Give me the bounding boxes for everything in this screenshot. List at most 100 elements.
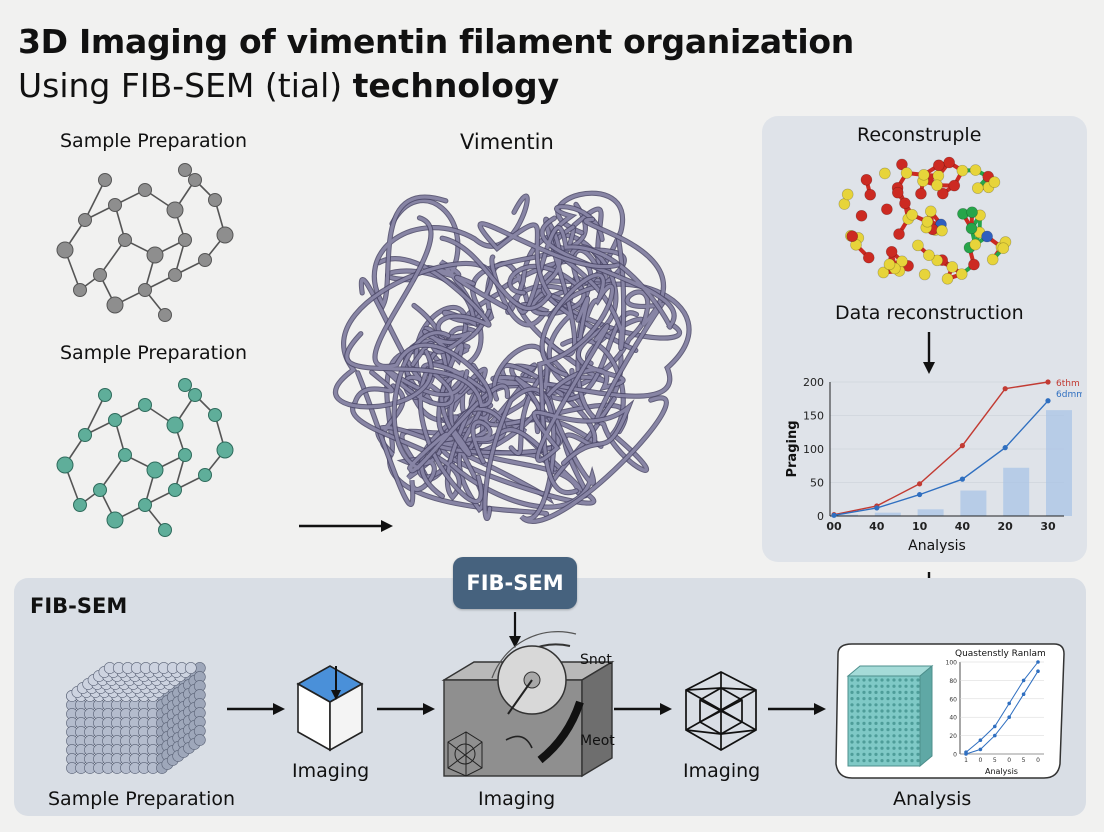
mini-series-point bbox=[978, 738, 983, 742]
block-dot bbox=[898, 709, 902, 713]
series-point bbox=[1002, 386, 1008, 392]
mini-x-tick: 0 bbox=[1036, 757, 1040, 764]
block-dot bbox=[868, 728, 872, 732]
block-dot bbox=[910, 728, 914, 732]
series-point bbox=[917, 481, 923, 487]
block-dot bbox=[898, 703, 902, 707]
block-dot bbox=[874, 728, 878, 732]
block-dot bbox=[916, 759, 920, 763]
block-dot bbox=[910, 715, 914, 719]
block-dot bbox=[886, 752, 890, 756]
block-dot bbox=[910, 721, 914, 725]
recon-atom bbox=[918, 169, 930, 181]
block-dot bbox=[880, 697, 884, 701]
atom bbox=[118, 448, 132, 462]
atom bbox=[93, 268, 107, 282]
block-dot bbox=[862, 678, 866, 682]
block-dot bbox=[862, 746, 866, 750]
atom bbox=[198, 468, 212, 482]
label-fib-sem: FIB-SEM bbox=[30, 594, 128, 618]
mini-y-tick: 20 bbox=[949, 733, 957, 740]
series-label: 6thm bbox=[1056, 379, 1080, 389]
block-dot bbox=[898, 684, 902, 688]
mini-x-tick: 5 bbox=[1022, 757, 1026, 764]
atom bbox=[178, 378, 192, 392]
sphere-cluster bbox=[66, 662, 206, 774]
recon-atom bbox=[955, 268, 968, 280]
block-dot bbox=[910, 759, 914, 763]
recon-atom bbox=[906, 208, 918, 221]
block-dot bbox=[868, 697, 872, 701]
mini-series-point bbox=[964, 752, 968, 756]
bond bbox=[84, 394, 106, 436]
block-dot bbox=[892, 678, 896, 682]
block-dot bbox=[916, 752, 920, 756]
block-dot bbox=[856, 728, 860, 732]
block-dot bbox=[916, 728, 920, 732]
mini-series-line bbox=[965, 670, 1039, 755]
block-dot bbox=[850, 697, 854, 701]
recon-atom bbox=[986, 253, 999, 266]
recon-atom bbox=[893, 228, 905, 240]
block-dot bbox=[886, 690, 890, 694]
block-dot bbox=[862, 721, 866, 725]
block-dot bbox=[916, 690, 920, 694]
block-dot bbox=[904, 684, 908, 688]
block-dot bbox=[856, 746, 860, 750]
atom bbox=[158, 308, 172, 322]
recon-atom bbox=[864, 188, 877, 201]
bond bbox=[99, 454, 126, 491]
filament bbox=[421, 363, 506, 457]
block-dot bbox=[916, 684, 920, 688]
mini-x-tick: 0 bbox=[1007, 757, 1011, 764]
fib-sem-badge: FIB-SEM bbox=[453, 557, 577, 609]
block-dot bbox=[916, 678, 920, 682]
atom bbox=[188, 388, 202, 402]
atom bbox=[98, 388, 112, 402]
arrow-right-icon bbox=[299, 520, 393, 532]
block-dot bbox=[868, 709, 872, 713]
atom bbox=[56, 456, 74, 474]
mini-x-tick: 1 bbox=[964, 757, 968, 764]
block-dot bbox=[874, 759, 878, 763]
block-dot bbox=[868, 690, 872, 694]
block-dot bbox=[880, 740, 884, 744]
recon-atom bbox=[915, 187, 927, 200]
x-tick-label: 40 bbox=[955, 520, 971, 533]
arrow-right-icon bbox=[614, 703, 672, 715]
block-dot bbox=[898, 746, 902, 750]
recon-atom bbox=[891, 186, 904, 199]
block-dot bbox=[892, 703, 896, 707]
atom bbox=[178, 233, 192, 247]
block-dot bbox=[910, 690, 914, 694]
atom bbox=[208, 193, 222, 207]
block-dot bbox=[880, 715, 884, 719]
block-dot bbox=[916, 715, 920, 719]
filament bbox=[440, 222, 620, 311]
block-dot bbox=[862, 690, 866, 694]
teal-block bbox=[846, 664, 934, 768]
block-dot bbox=[892, 746, 896, 750]
sphere bbox=[193, 734, 206, 746]
y-tick-label: 0 bbox=[817, 510, 824, 523]
recon-atom bbox=[896, 255, 908, 268]
block-dot bbox=[874, 703, 878, 707]
block-dot bbox=[910, 684, 914, 688]
y-axis-label: Praging bbox=[785, 420, 800, 477]
series-point bbox=[1002, 445, 1008, 451]
sample-cube-icon bbox=[66, 662, 206, 774]
atom bbox=[56, 241, 74, 259]
block-dot bbox=[904, 721, 908, 725]
molecule-grey bbox=[56, 163, 234, 322]
block-dot bbox=[886, 678, 890, 682]
block-front bbox=[847, 675, 921, 767]
block-dot bbox=[910, 697, 914, 701]
block-dot bbox=[874, 734, 878, 738]
atom bbox=[178, 448, 192, 462]
bar bbox=[960, 490, 987, 516]
recon-atom bbox=[965, 222, 978, 235]
block-dot bbox=[856, 703, 860, 707]
block-dot bbox=[898, 759, 902, 763]
mini-series-point bbox=[978, 747, 983, 752]
sphere bbox=[184, 662, 197, 674]
